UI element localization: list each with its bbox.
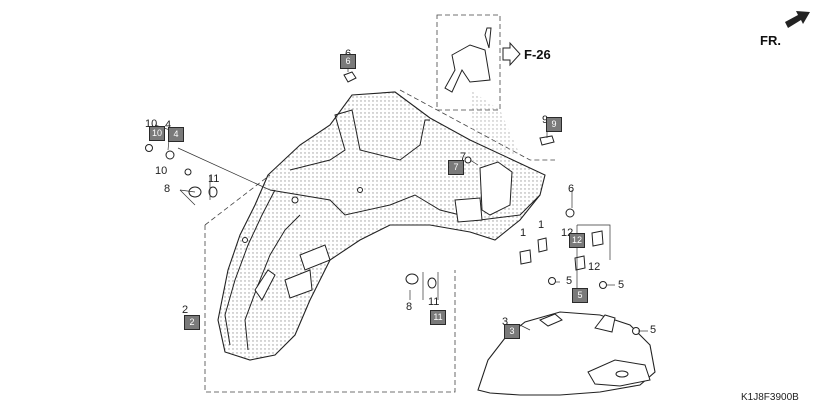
callout-6b: 6 (568, 183, 575, 195)
callout-11a: 11 (208, 173, 220, 185)
front-label: FR. (760, 33, 781, 48)
callout-10b: 10 (155, 165, 168, 177)
box-12[interactable]: 12 (569, 233, 585, 248)
callout-8b: 8 (406, 301, 413, 313)
callout-5b: 5 (618, 279, 625, 291)
box-11[interactable]: 11 (430, 310, 446, 325)
box-2[interactable]: 2 (184, 315, 200, 330)
box-10[interactable]: 10 (149, 126, 165, 141)
leader-frame-2 (204, 89, 555, 393)
callout-8a: 8 (164, 183, 171, 195)
callout-10a: 10 (145, 118, 158, 130)
callout-9: 9 (542, 115, 548, 126)
inner-fender (217, 91, 546, 361)
box-3[interactable]: 3 (504, 324, 520, 339)
rear-fender (477, 311, 656, 396)
fasteners (145, 71, 640, 335)
ref-arrow (502, 41, 521, 67)
box-7[interactable]: 7 (448, 160, 464, 175)
callout-5a: 5 (566, 275, 573, 287)
inset-box (436, 14, 520, 155)
box-9[interactable]: 9 (546, 117, 562, 132)
front-arrow-icon (785, 11, 810, 28)
callout-3: 3 (502, 316, 509, 328)
callout-12a: 12 (561, 227, 574, 239)
callout-1b: 1 (538, 219, 545, 231)
callout-7: 7 (460, 151, 467, 163)
diagram-code: K1J8F3900B (741, 392, 799, 403)
callout-11b: 11 (428, 296, 440, 308)
box-6[interactable]: 6 (340, 54, 356, 69)
callout-12b: 12 (588, 261, 601, 273)
box-4[interactable]: 4 (168, 127, 184, 142)
callout-1a: 1 (520, 227, 527, 239)
ref-label-f26[interactable]: F-26 (524, 47, 551, 62)
box-5[interactable]: 5 (572, 288, 588, 303)
callout-2: 2 (182, 304, 189, 316)
callout-5c: 5 (650, 324, 657, 336)
callout-4: 4 (165, 119, 172, 131)
